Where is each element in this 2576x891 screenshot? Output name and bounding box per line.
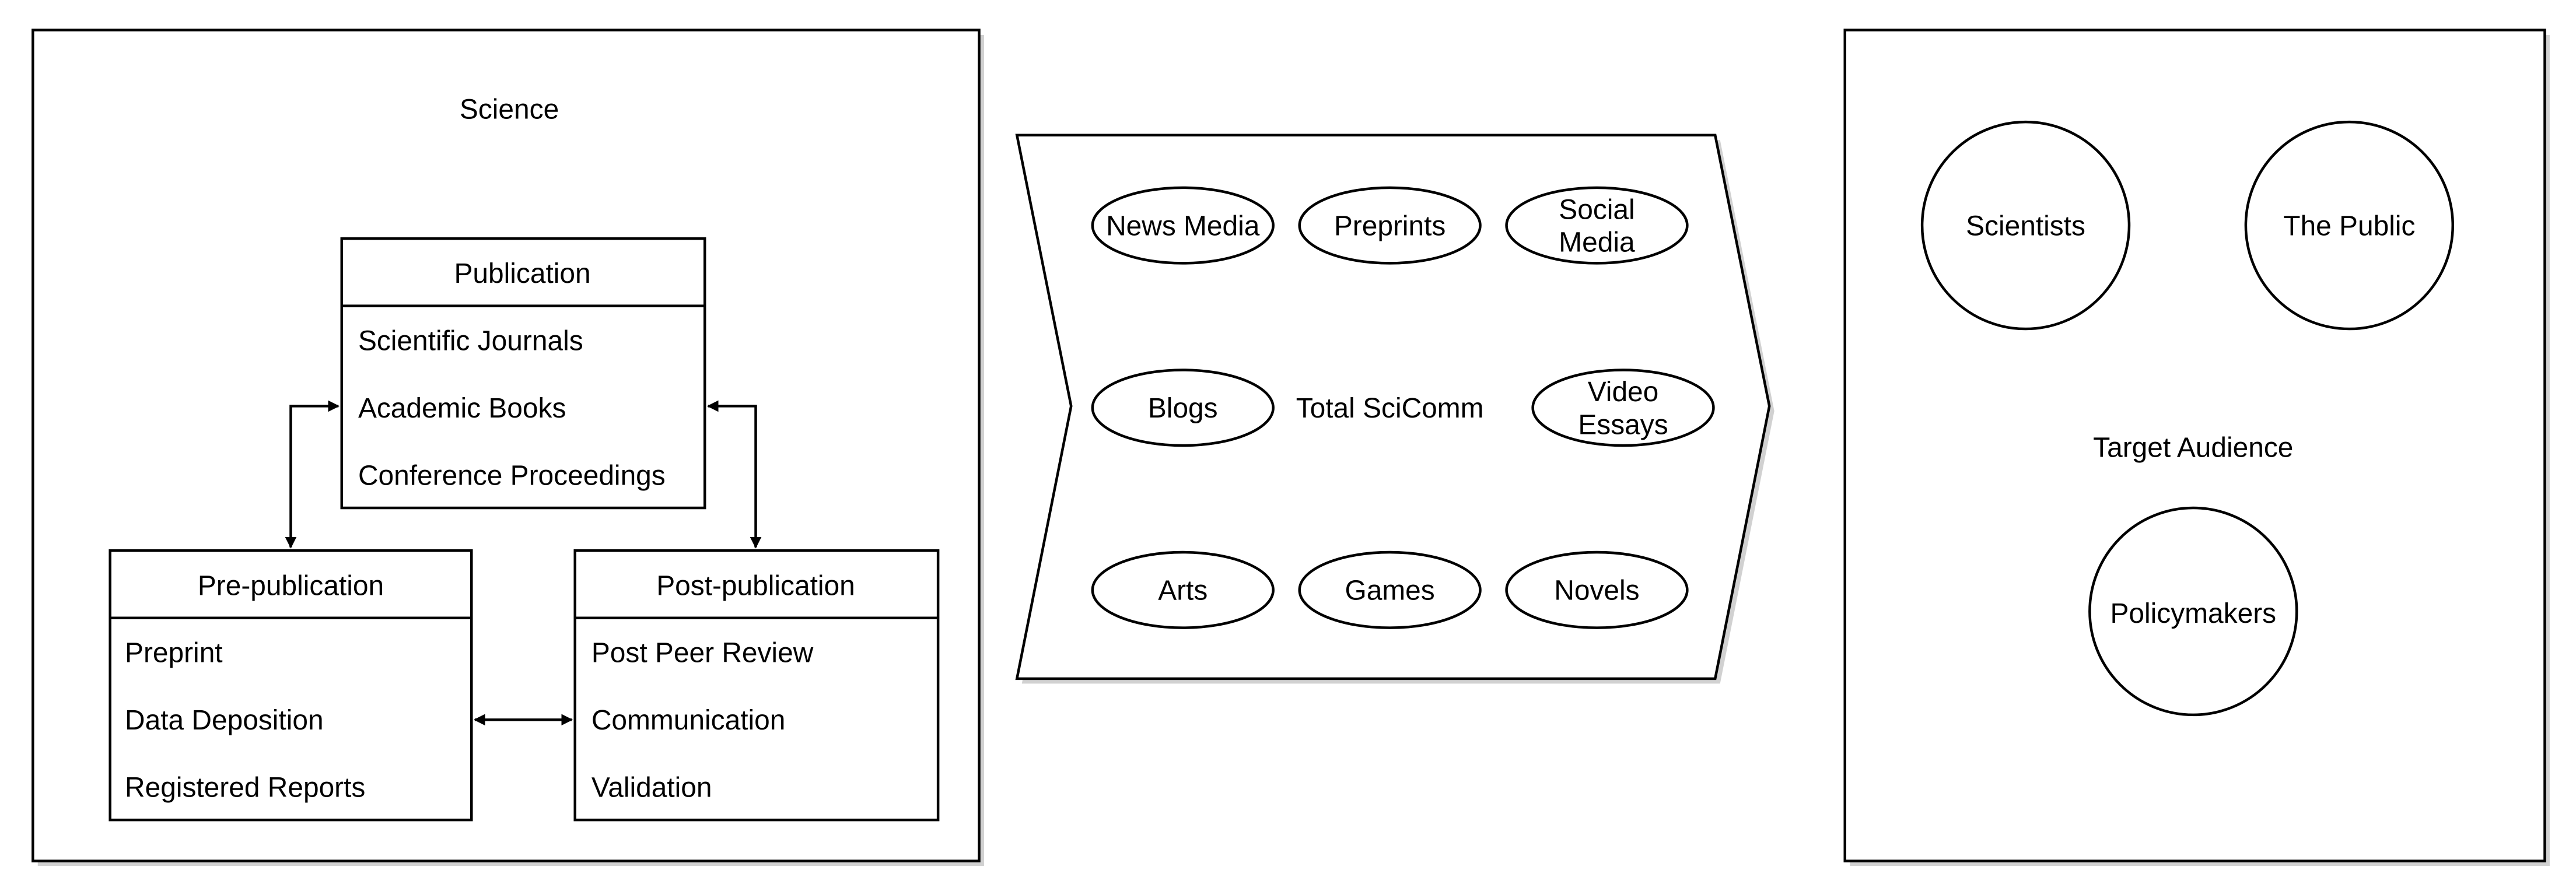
audience-the-public: The Public xyxy=(2244,120,2455,331)
channel-ellipse xyxy=(1091,186,1275,265)
science-panel: Science Publication Scientific Journals … xyxy=(32,29,984,866)
channel-label: Video xyxy=(1588,377,1659,408)
audience-label: The Public xyxy=(2283,211,2415,242)
channel-ellipse xyxy=(1298,186,1482,265)
channel-label: Blogs xyxy=(1148,393,1218,424)
audience-label: Policymakers xyxy=(2110,598,2277,629)
channel-label: Essays xyxy=(1578,409,1668,440)
connector-publication-post xyxy=(706,400,762,549)
channel-item: Games xyxy=(1298,550,1482,629)
publication-item: Conference Proceedings xyxy=(358,461,666,492)
scicomm-chevron: Total SciComm News Media Preprints SocialM… xyxy=(1015,134,1774,684)
channel-label: Social xyxy=(1559,194,1634,225)
channel-ellipse xyxy=(1091,369,1275,447)
post-publication-table: Post-publication Post Peer Review Commun… xyxy=(573,549,940,822)
post-publication-item: Post Peer Review xyxy=(592,638,814,669)
publication-table: Publication Scientific Journals Academic… xyxy=(340,237,706,510)
channel-ellipse xyxy=(1531,369,1715,447)
channel-label: Novels xyxy=(1554,576,1639,606)
audience-policymakers: Policymakers xyxy=(2088,506,2298,717)
channel-item: Blogs xyxy=(1091,369,1275,447)
channel-label: Games xyxy=(1345,576,1434,606)
pre-publication-item: Preprint xyxy=(125,638,223,669)
channel-item: Arts xyxy=(1091,550,1275,629)
post-publication-item: Communication xyxy=(592,705,786,736)
pre-publication-table: Pre-publication Preprint Data Deposition… xyxy=(108,549,473,822)
publication-header: Publication xyxy=(454,258,591,289)
pre-publication-item: Registered Reports xyxy=(125,773,365,804)
science-title: Science xyxy=(460,94,559,125)
channel-ellipse xyxy=(1505,550,1689,629)
pre-publication-item: Data Deposition xyxy=(125,705,324,736)
audience-label: Scientists xyxy=(1966,211,2085,242)
channel-item: Preprints xyxy=(1298,186,1482,265)
channel-item: Novels xyxy=(1505,550,1689,629)
channel-ellipse xyxy=(1298,550,1482,629)
publication-item: Academic Books xyxy=(358,393,566,424)
scicomm-title: Total SciComm xyxy=(1296,393,1484,424)
audience-panel: Target Audience Scientists The Public Po… xyxy=(1843,29,2550,866)
post-publication-header: Post-publication xyxy=(656,570,855,601)
connector-publication-pre xyxy=(285,400,340,549)
channel-ellipse xyxy=(1505,186,1689,265)
publication-item: Scientific Journals xyxy=(358,326,583,357)
channel-label: Media xyxy=(1559,227,1635,258)
channel-label: Preprints xyxy=(1334,211,1446,242)
channel-ellipse xyxy=(1091,550,1275,629)
channel-label: Arts xyxy=(1158,576,1208,606)
post-publication-item: Validation xyxy=(592,773,712,804)
audience-title: Target Audience xyxy=(2093,433,2293,464)
channel-label: News Media xyxy=(1106,211,1260,242)
channel-item: News Media xyxy=(1091,186,1275,265)
audience-scientists: Scientists xyxy=(1920,120,2131,331)
pre-publication-header: Pre-publication xyxy=(198,570,384,601)
